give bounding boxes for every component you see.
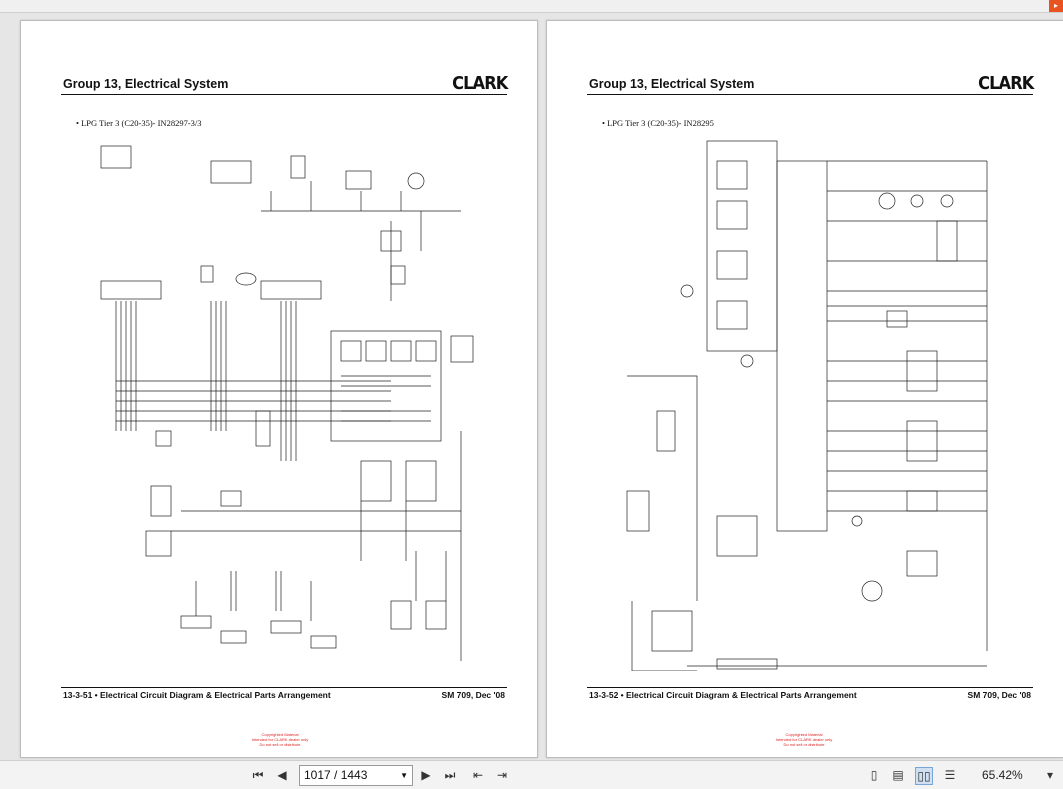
header-rule	[587, 94, 1033, 95]
last-page-icon[interactable]: ⏭	[444, 768, 456, 782]
footer-rule	[587, 687, 1033, 688]
next-view-icon[interactable]: ⇥	[496, 768, 508, 782]
copyright-line: Copyrighted Material	[261, 732, 299, 737]
previous-page-icon[interactable]: ◀	[277, 768, 287, 782]
copyright-line: Intended for CLARK dealer only	[775, 737, 833, 742]
zoom-level[interactable]: 65.42%	[982, 768, 1023, 782]
clark-logo: CLARK	[977, 73, 1034, 94]
page-number-input[interactable]: 1017 / 1443 ▼	[299, 765, 413, 786]
page-header-title: Group 13, Electrical System	[589, 77, 755, 91]
wiring-diagram-left	[100, 145, 474, 661]
close-corner-icon[interactable]: ▸	[1049, 0, 1063, 12]
first-page-icon[interactable]: ⏮	[252, 768, 264, 782]
page-left: Group 13, Electrical System CLARK • LPG …	[20, 20, 538, 758]
continuous-icon[interactable]: ▤	[892, 768, 904, 782]
single-page-icon[interactable]: ▯	[870, 768, 878, 782]
copyright-line: Do not sell or distribute	[783, 742, 825, 747]
clark-logo: CLARK	[451, 73, 508, 94]
header-rule	[61, 94, 507, 95]
page-footer-section: 13-3-51 • Electrical Circuit Diagram & E…	[63, 690, 331, 700]
copyright-watermark: Copyrighted Material Intended for CLARK …	[220, 732, 340, 747]
footer-rule	[61, 687, 507, 688]
wiring-diagram-right	[626, 140, 988, 671]
copyright-watermark: Copyrighted Material Intended for CLARK …	[744, 732, 864, 747]
zoom-dropdown-icon[interactable]: ▾	[1046, 768, 1054, 782]
viewer-toolbar: ⏮ ◀ 1017 / 1443 ▼ ▶ ⏭ ⇤ ⇥ ▯ ▤ ▯▯ ☰ 65.42…	[0, 760, 1063, 789]
page-footer-doc: SM 709, Dec '08	[441, 690, 505, 700]
copyright-line: Intended for CLARK dealer only	[251, 737, 309, 742]
copyright-line: Do not sell or distribute	[259, 742, 301, 747]
page-footer-section: 13-3-52 • Electrical Circuit Diagram & E…	[589, 690, 857, 700]
copyright-line: Copyrighted Material	[785, 732, 823, 737]
chevron-down-icon[interactable]: ▼	[400, 771, 408, 780]
top-bar: ▸	[0, 0, 1063, 13]
page-footer-doc: SM 709, Dec '08	[967, 690, 1031, 700]
previous-view-icon[interactable]: ⇤	[472, 768, 484, 782]
diagram-caption: • LPG Tier 3 (C20-35)- IN28295	[602, 118, 714, 128]
two-page-icon[interactable]: ▯▯	[915, 767, 933, 785]
page-right: Group 13, Electrical System CLARK • LPG …	[546, 20, 1063, 758]
next-page-icon[interactable]: ▶	[421, 768, 431, 782]
scrolling-icon[interactable]: ☰	[944, 768, 956, 782]
page-header-title: Group 13, Electrical System	[63, 77, 229, 91]
page-number-value: 1017 / 1443	[304, 768, 368, 782]
diagram-caption: • LPG Tier 3 (C20-35)- IN28297-3/3	[76, 118, 202, 128]
